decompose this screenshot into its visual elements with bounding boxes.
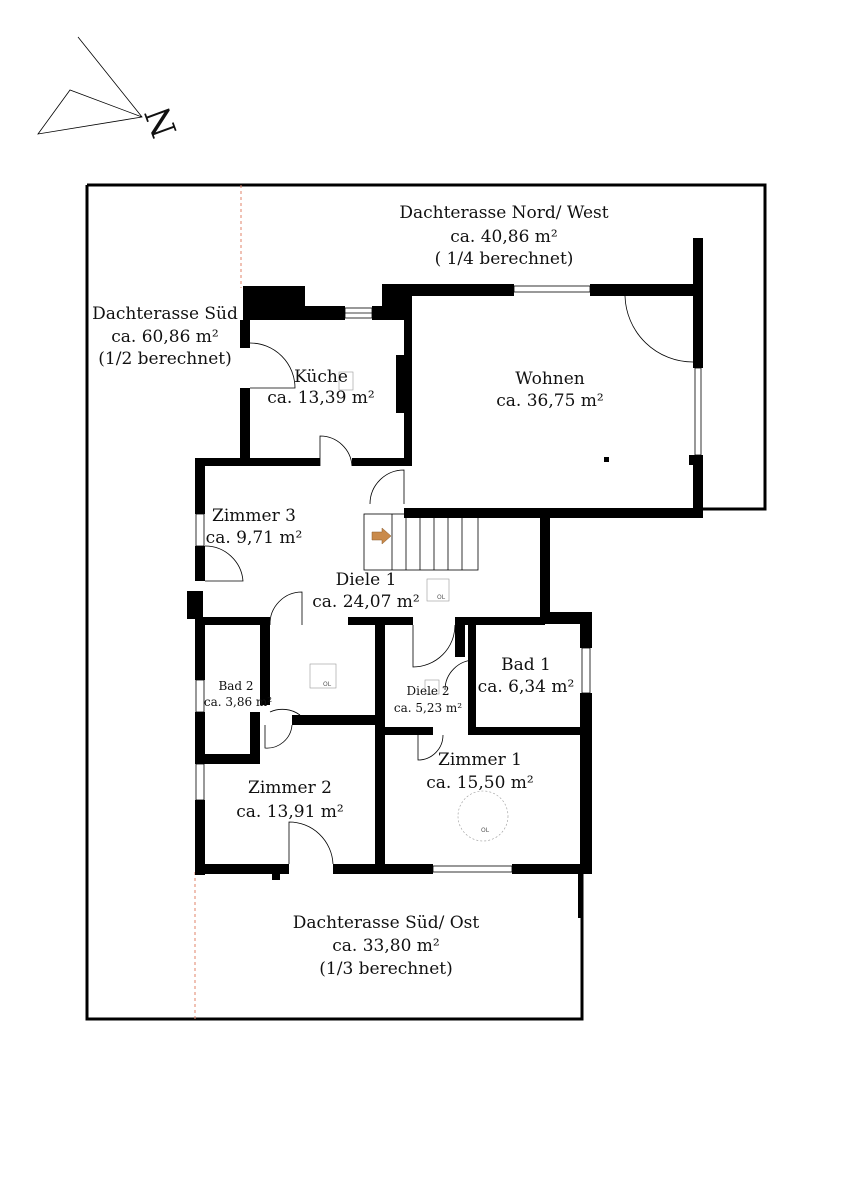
terrace-sued-ost-area: ca. 33,80 m² xyxy=(332,936,439,956)
room-kueche-area: ca. 13,39 m² xyxy=(267,388,374,408)
door-swings xyxy=(204,295,694,865)
ol-marker-diele1: OL xyxy=(437,594,446,601)
terrace-nord-west-name: Dachterasse Nord/ West xyxy=(399,203,608,223)
windows xyxy=(195,285,702,873)
room-kueche-name: Küche xyxy=(294,367,348,387)
room-wohnen-name: Wohnen xyxy=(515,369,585,389)
room-bad1-name: Bad 1 xyxy=(501,655,551,675)
room-bad2-name: Bad 2 xyxy=(218,679,253,693)
terrace-sued-name: Dachterasse Süd xyxy=(92,304,238,324)
room-wohnen-area: ca. 36,75 m² xyxy=(496,391,603,411)
terrace-boundary xyxy=(85,183,767,1021)
terrace-nord-west-note: ( 1/4 berechnet) xyxy=(435,249,574,269)
ol-marker-zimmer1: OL xyxy=(481,827,490,834)
ol-markers: OL OL OL xyxy=(309,371,509,842)
room-diele2-name: Diele 2 xyxy=(407,684,450,698)
terrace-sued-ost-name: Dachterasse Süd/ Ost xyxy=(293,913,480,933)
walls xyxy=(187,238,703,918)
room-zimmer3-name: Zimmer 3 xyxy=(212,506,296,526)
room-zimmer2-name: Zimmer 2 xyxy=(248,778,332,798)
compass-north-label: N xyxy=(138,101,186,143)
terrace-sued-note: (1/2 berechnet) xyxy=(98,349,231,369)
room-labels: Küche ca. 13,39 m² Wohnen ca. 36,75 m² Z… xyxy=(204,367,604,822)
compass: N xyxy=(37,36,186,143)
room-zimmer1-name: Zimmer 1 xyxy=(438,750,522,770)
room-bad2-area: ca. 3,86 m² xyxy=(204,695,272,709)
terrace-sued-ost-note: (1/3 berechnet) xyxy=(319,959,452,979)
room-zimmer3-area: ca. 9,71 m² xyxy=(206,528,303,548)
stair-arrow-icon xyxy=(371,527,392,545)
room-diele1-name: Diele 1 xyxy=(336,570,397,590)
room-zimmer1-area: ca. 15,50 m² xyxy=(426,773,533,793)
room-diele1-area: ca. 24,07 m² xyxy=(312,592,419,612)
ol-marker-bad2: OL xyxy=(323,681,332,688)
compass-arrow-icon xyxy=(37,36,143,135)
room-bad1-area: ca. 6,34 m² xyxy=(478,677,575,697)
terrace-nord-west-area: ca. 40,86 m² xyxy=(450,227,557,247)
terrace-labels: Dachterasse Nord/ West ca. 40,86 m² ( 1/… xyxy=(92,203,609,979)
staircase xyxy=(363,513,479,571)
room-zimmer2-area: ca. 13,91 m² xyxy=(236,802,343,822)
room-diele2-area: ca. 5,23 m² xyxy=(394,701,462,715)
terrace-sued-area: ca. 60,86 m² xyxy=(111,327,218,347)
